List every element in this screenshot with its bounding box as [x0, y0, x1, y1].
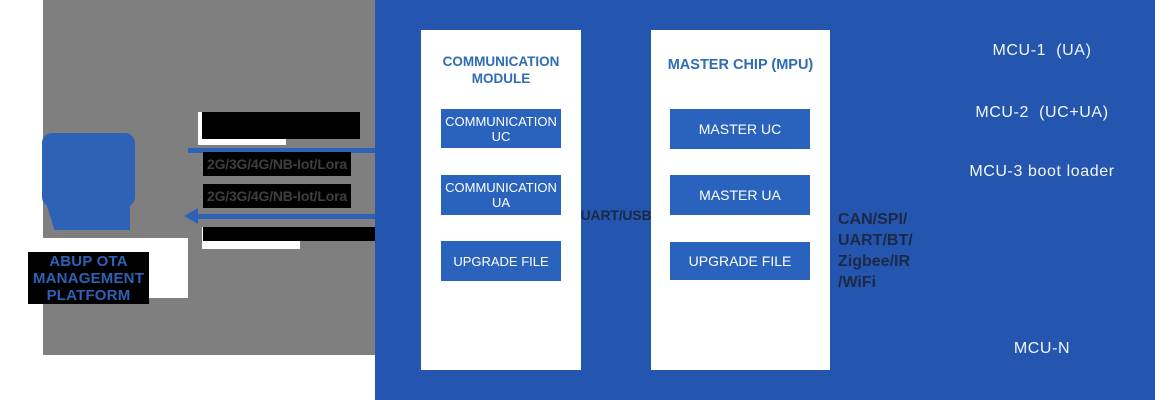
communication-upgrade-file-block: UPGRADE FILE [441, 241, 561, 281]
master-chip-box: MASTER CHIP (MPU) MASTER UC MASTER UA UP… [651, 30, 830, 370]
redacted-caption-top [202, 112, 360, 139]
uplink-network-label: 2G/3G/4G/NB-Iot/Lora [203, 184, 351, 208]
communication-ua-block: COMMUNICATION UA [441, 175, 561, 215]
uart-usb-bus-label: UART/USB [580, 207, 652, 223]
mcu-2-label: MCU-2 (UC+UA) [975, 104, 1109, 121]
master-chip-title: MASTER CHIP (MPU) [667, 57, 814, 73]
peripheral-bus-line4: /WiFi [838, 274, 877, 291]
downlink-arrow-line [188, 148, 375, 153]
master-uc-block: MASTER UC [670, 109, 810, 149]
mcu-3-label: MCU-3 boot loader [969, 163, 1115, 180]
redacted-caption-bottom [203, 227, 375, 241]
master-upgrade-file-block: UPGRADE FILE [670, 242, 810, 280]
platform-label: ABUP OTA MANAGEMENT PLATFORM [28, 252, 149, 304]
mcu-1-label: MCU-1 (UA) [992, 42, 1092, 59]
peripheral-bus-label: CAN/SPI/ UART/BT/ Zigbee/IR /WiFi [838, 209, 913, 293]
communication-uc-block: COMMUNICATION UC [441, 109, 561, 148]
master-ua-block: MASTER UA [670, 175, 810, 215]
platform-label-line1: ABUP OTA [49, 252, 128, 270]
downlink-network-label: 2G/3G/4G/NB-Iot/Lora [203, 152, 351, 176]
uplink-arrowhead-icon [184, 208, 198, 224]
peripheral-bus-line3: Zigbee/IR [838, 253, 911, 270]
platform-label-line3: PLATFORM [46, 286, 131, 304]
peripheral-bus-line1: CAN/SPI/ [838, 211, 908, 228]
platform-label-line2: MANAGEMENT [32, 269, 145, 287]
peripheral-bus-line2: UART/BT/ [838, 232, 913, 249]
communication-module-title: COMMUNICATION MODULE [442, 54, 560, 86]
cloud-platform-icon-base [47, 206, 130, 230]
communication-module-box: COMMUNICATION MODULE COMMUNICATION UC CO… [421, 30, 581, 370]
cloud-platform-icon [42, 133, 135, 207]
uplink-arrow-line [197, 214, 375, 219]
mcu-n-label: MCU-N [1013, 340, 1071, 357]
